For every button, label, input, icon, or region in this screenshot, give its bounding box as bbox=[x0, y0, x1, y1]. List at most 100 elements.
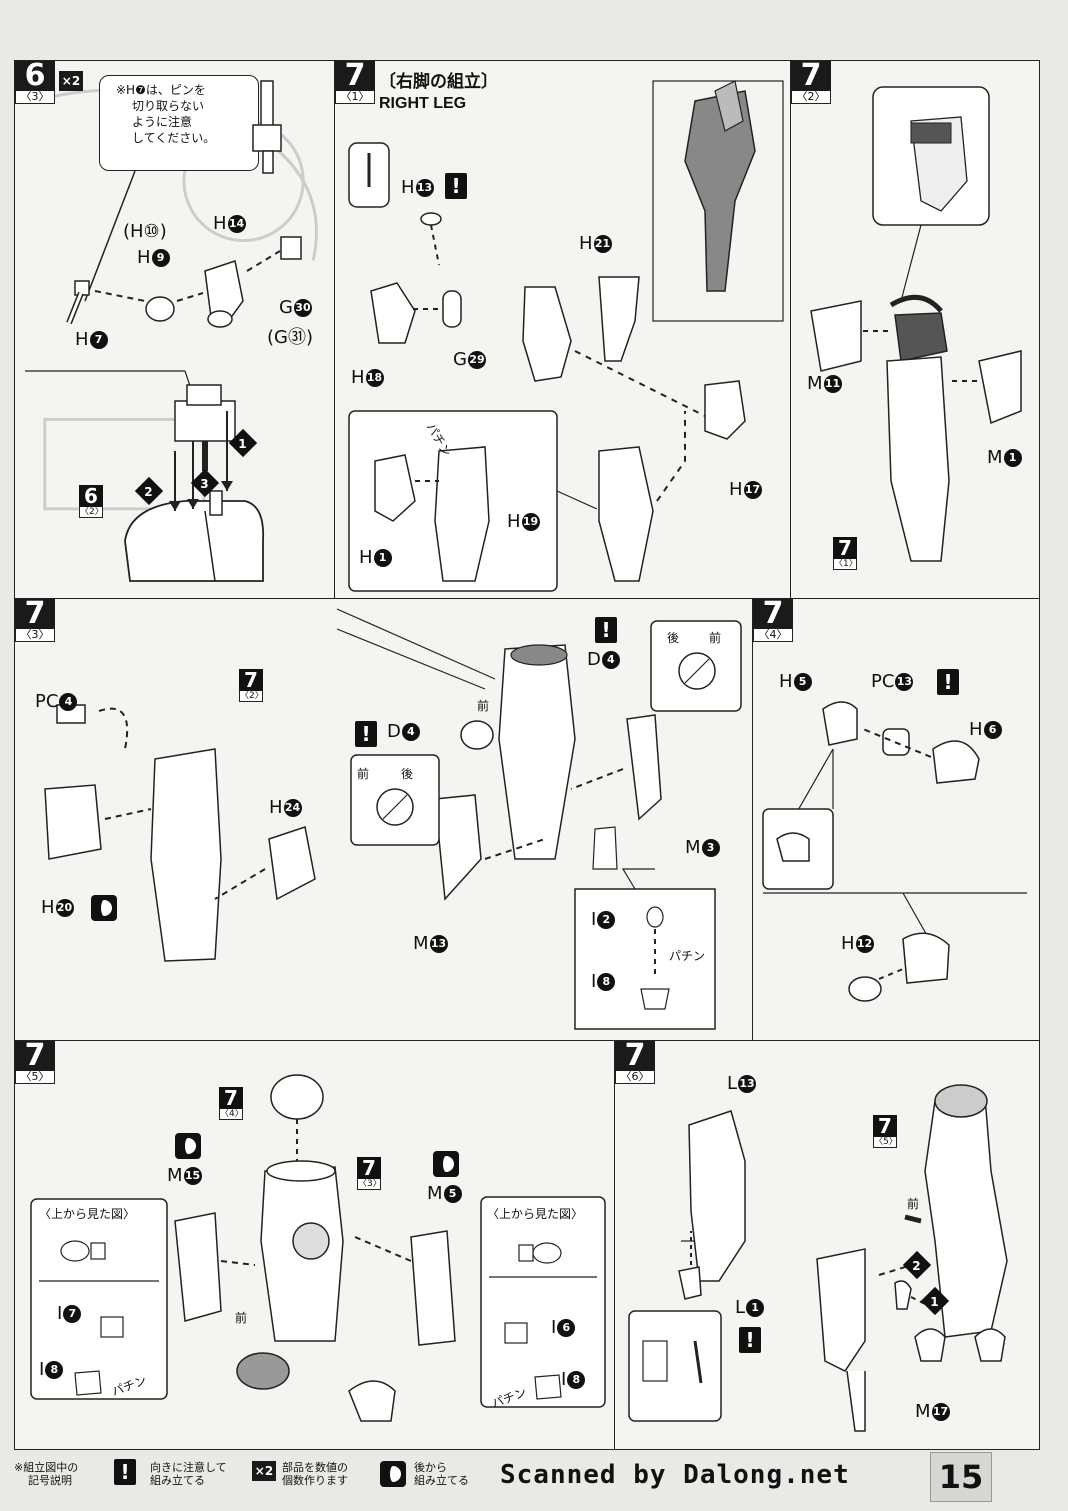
part-letter: I bbox=[591, 909, 597, 930]
step-badge: 7 〈5〉 bbox=[15, 1041, 55, 1084]
part-number-circle: 17 bbox=[931, 1403, 950, 1421]
step-7-3-panel: 7 〈3〉 bbox=[14, 598, 754, 1042]
legend-multiplier-text: 部品を数値の 個数作ります bbox=[282, 1461, 348, 1487]
part-letter: H bbox=[841, 933, 855, 954]
step-number: 7 bbox=[335, 61, 375, 91]
caution-icon: ! bbox=[739, 1327, 761, 1353]
part-number-circle: 7 bbox=[89, 331, 108, 349]
shoulder-joint-illustration bbox=[762, 701, 1027, 1002]
step-number: 7 bbox=[615, 1041, 655, 1071]
ref-step-number: 7 bbox=[357, 1157, 381, 1179]
part-letter: I bbox=[591, 971, 597, 992]
part-letter: H bbox=[507, 511, 521, 532]
part-letter: H bbox=[779, 671, 793, 692]
legend-caution-text: 向きに注意して 組み立てる bbox=[150, 1461, 227, 1487]
leg-armor-cover-illustration bbox=[628, 1084, 1008, 1432]
part-letter: L bbox=[735, 1297, 746, 1318]
reference-step-7-4: 7 〈4〉 bbox=[219, 1087, 244, 1120]
part-number-circle: 12 bbox=[855, 935, 874, 953]
part-number-circle: 11 bbox=[823, 375, 842, 393]
ref-step-number: 7 bbox=[219, 1087, 243, 1109]
step-substep: 〈4〉 bbox=[753, 629, 793, 642]
part-number-circle: 19 bbox=[521, 513, 540, 531]
step-substep: 〈3〉 bbox=[15, 629, 55, 642]
ref-step-sub: 〈2〉 bbox=[79, 507, 104, 518]
top-view-label: 〈上から見た図〉 bbox=[487, 1207, 584, 1221]
assemble-later-icon bbox=[175, 1133, 201, 1159]
part-letter: H bbox=[213, 213, 227, 234]
part-letter: G bbox=[453, 349, 467, 370]
part-letter: H bbox=[969, 719, 983, 740]
step-badge: 7 〈2〉 bbox=[791, 61, 831, 104]
part-number-circle: 1 bbox=[746, 1299, 765, 1317]
part-number-circle: 18 bbox=[365, 369, 384, 387]
step-7-5-panel: 7 〈5〉 bbox=[14, 1040, 616, 1450]
reference-step-7-1: 7 〈1〉 bbox=[833, 537, 858, 570]
ref-step-number: 7 bbox=[833, 537, 857, 559]
note-line: してください。 bbox=[132, 131, 216, 145]
step-number: 7 bbox=[15, 599, 55, 629]
front-label: 前 bbox=[477, 699, 490, 713]
part-number-circle: 4 bbox=[601, 651, 620, 669]
ref-step-sub: 〈5〉 bbox=[873, 1137, 898, 1148]
part-number-circle: 2 bbox=[597, 911, 616, 929]
back-label: 後 bbox=[401, 767, 414, 781]
part-letter: H bbox=[579, 233, 593, 254]
part-letter: D bbox=[387, 721, 401, 742]
part-label-h10: (H⑩) bbox=[123, 221, 167, 242]
part-label-g31: (G㉛) bbox=[267, 327, 313, 348]
part-letter: PC bbox=[871, 671, 895, 692]
note-line: ように注意 bbox=[132, 115, 193, 129]
note-line: ※H❼は、ピンを bbox=[116, 83, 206, 97]
part-letter: L bbox=[727, 1073, 738, 1094]
part-number-circle: 13 bbox=[429, 935, 448, 953]
part-number-circle: 15 bbox=[183, 1167, 202, 1185]
assemble-later-icon bbox=[91, 895, 117, 921]
legend-title-line: 記号説明 bbox=[28, 1474, 72, 1487]
part-number-circle: 17 bbox=[743, 481, 762, 499]
ref-step-sub: 〈1〉 bbox=[833, 559, 858, 570]
leg-armor-illustration bbox=[44, 608, 742, 1030]
part-letter: H bbox=[401, 177, 415, 198]
part-number-circle: 8 bbox=[567, 1371, 586, 1389]
part-number-circle: 13 bbox=[895, 673, 914, 691]
ref-step-number: 6 bbox=[79, 485, 103, 507]
ref-step-sub: 〈4〉 bbox=[219, 1109, 244, 1120]
part-letter: H bbox=[137, 247, 151, 268]
step-substep: 〈5〉 bbox=[15, 1071, 55, 1084]
part-number-circle: 3 bbox=[701, 839, 720, 857]
legend-title: ※組立図中の 記号説明 bbox=[14, 1461, 78, 1487]
step-number: 6 bbox=[15, 61, 55, 91]
legend-assemble-later-icon bbox=[380, 1461, 406, 1487]
part-number-circle: 24 bbox=[283, 799, 302, 817]
step-title-en: RIGHT LEG bbox=[379, 95, 467, 112]
legend-title-line: ※組立図中の bbox=[14, 1461, 79, 1474]
part-number-circle: 9 bbox=[151, 249, 170, 267]
part-number-circle: 1 bbox=[373, 549, 392, 567]
page-number: 15 bbox=[930, 1452, 992, 1502]
caution-note: ※H❼は、ピンを 切り取らない ように注意 してください。 bbox=[99, 75, 259, 171]
part-letter: H bbox=[729, 479, 743, 500]
part-letter: M bbox=[685, 837, 701, 858]
knee-assembly-illustration bbox=[810, 86, 1022, 562]
part-letter: I bbox=[551, 1317, 557, 1338]
caution-icon: ! bbox=[355, 721, 377, 747]
part-number-circle: 21 bbox=[593, 235, 612, 253]
